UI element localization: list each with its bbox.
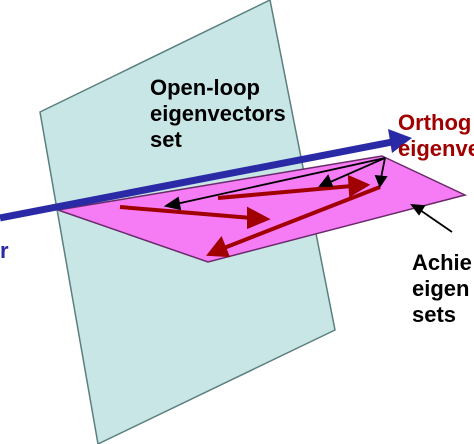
achievable-line-2: eigen xyxy=(412,276,469,301)
blue-arrow-head xyxy=(388,129,412,153)
orthogonal-pointers xyxy=(163,157,388,211)
achievable-line-3: sets xyxy=(412,302,456,327)
orthogonal-line-1: Orthog xyxy=(398,110,471,135)
red-arrow-2-head xyxy=(347,174,371,198)
red-arrow-1 xyxy=(119,205,253,220)
red-arrow-2 xyxy=(217,184,353,200)
red-arrow-3 xyxy=(223,185,381,250)
achievable-line-1: Achie xyxy=(412,250,472,275)
red-eigenvector-arrows xyxy=(119,174,381,258)
red-arrow-1-head xyxy=(247,206,271,229)
open-loop-label: Open-loop eigenvectors set xyxy=(150,75,292,152)
achievable-label: Achie eigen sets xyxy=(412,250,474,327)
orthogonal-line-2: eigenve xyxy=(398,136,474,161)
red-arrow-3-head xyxy=(206,236,231,258)
left-cut-label: r xyxy=(0,238,9,263)
orthogonal-label: Orthog eigenve xyxy=(398,110,474,161)
open-loop-line-1: Open-loop xyxy=(150,75,260,100)
open-loop-line-3: set xyxy=(150,127,182,152)
blue-arrow xyxy=(0,129,412,222)
achievable-pointer xyxy=(410,203,453,233)
open-loop-line-2: eigenvectors xyxy=(150,101,286,126)
